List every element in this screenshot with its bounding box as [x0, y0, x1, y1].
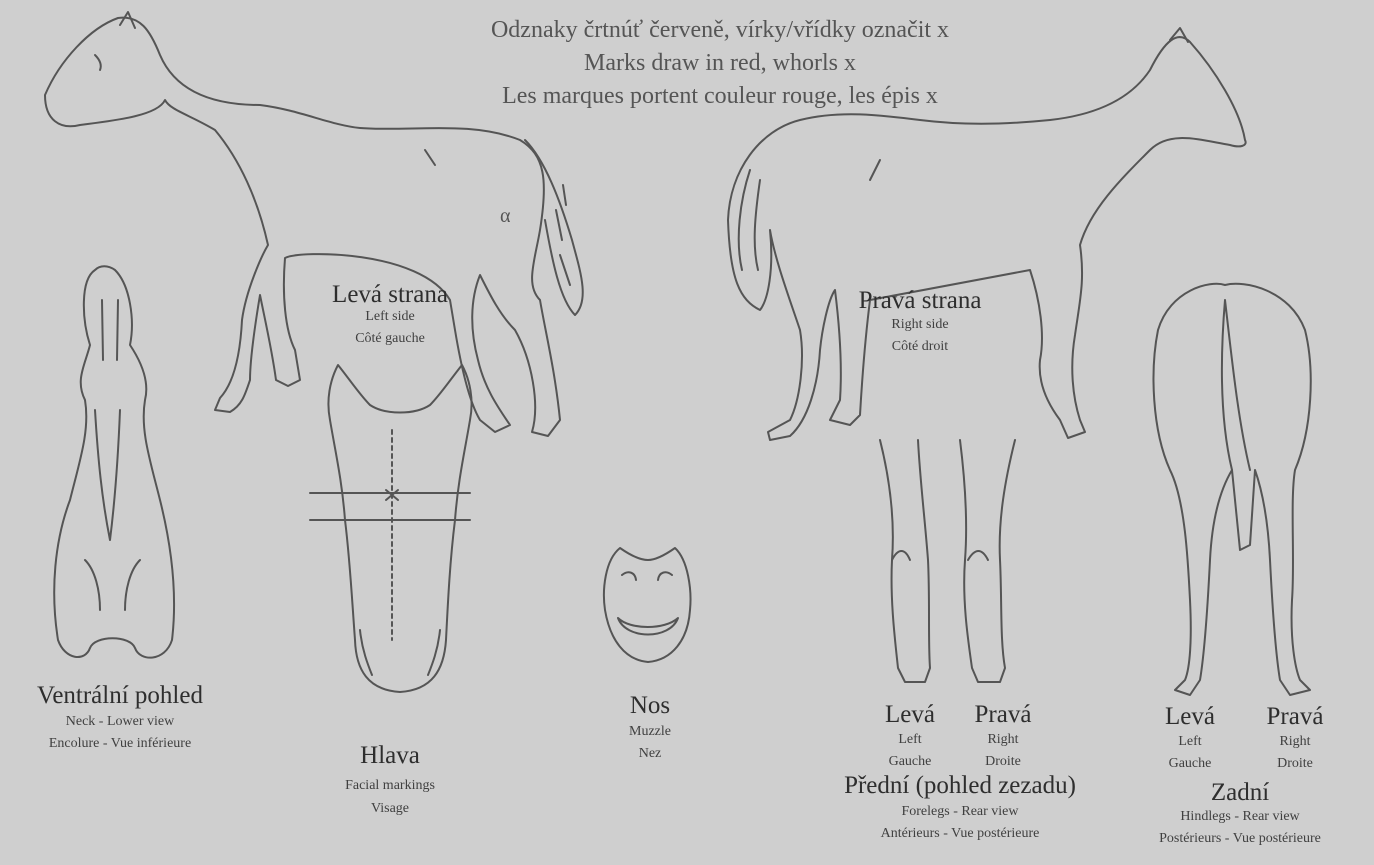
hindlegs-right-fr: Droite: [1250, 757, 1340, 772]
hindlegs-left-en: Left: [1150, 735, 1230, 750]
neck-english: Neck - Lower view: [0, 715, 240, 730]
forelegs-left-cz: Levá: [870, 702, 950, 728]
head-french: Visage: [300, 802, 480, 817]
forelegs-right-fr: Droite: [958, 755, 1048, 770]
forelegs-left-fr: Gauche: [870, 755, 950, 770]
muzzle-english: Muzzle: [590, 725, 710, 740]
right-side-english: Right side: [830, 318, 1010, 333]
left-side-title: Levá strana: [300, 282, 480, 308]
hindlegs-rear-view-outline: [1154, 284, 1311, 695]
header-line-3: Les marques portent couleur rouge, les é…: [400, 84, 1040, 109]
hindlegs-right-en: Right: [1250, 735, 1340, 750]
forelegs-english: Forelegs - Rear view: [820, 805, 1100, 820]
muzzle-outline: [604, 548, 691, 662]
svg-text:α: α: [500, 205, 511, 227]
neck-title: Ventrální pohled: [0, 683, 240, 709]
head-english: Facial markings: [300, 779, 480, 794]
header-line-2: Marks draw in red, whorls x: [400, 51, 1040, 76]
neck-lower-view-outline: [54, 266, 174, 657]
muzzle-title: Nos: [590, 693, 710, 719]
left-side-english: Left side: [300, 310, 480, 325]
left-side-french: Côté gauche: [300, 332, 480, 347]
head-front-view-outline: [310, 365, 472, 692]
hindlegs-english: Hindlegs - Rear view: [1120, 810, 1360, 825]
neck-french: Encolure - Vue inférieure: [0, 737, 240, 752]
head-title: Hlava: [310, 743, 470, 769]
forelegs-title: Přední (pohled zezadu): [820, 773, 1100, 799]
forelegs-right-cz: Pravá: [958, 702, 1048, 728]
forelegs-rear-view-outline: [880, 440, 1015, 682]
forelegs-french: Antérieurs - Vue postérieure: [820, 827, 1100, 842]
hindlegs-title: Zadní: [1160, 780, 1320, 806]
muzzle-french: Nez: [590, 747, 710, 762]
right-side-title: Pravá strana: [830, 288, 1010, 314]
header-line-1: Odznaky črtnúť červeně, vírky/vřídky ozn…: [400, 18, 1040, 43]
forelegs-left-en: Left: [870, 733, 950, 748]
hindlegs-left-cz: Levá: [1150, 704, 1230, 730]
hindlegs-right-cz: Pravá: [1250, 704, 1340, 730]
hindlegs-french: Postérieurs - Vue postérieure: [1110, 832, 1370, 847]
right-side-french: Côté droit: [830, 340, 1010, 355]
hindlegs-left-fr: Gauche: [1150, 757, 1230, 772]
forelegs-right-en: Right: [958, 733, 1048, 748]
